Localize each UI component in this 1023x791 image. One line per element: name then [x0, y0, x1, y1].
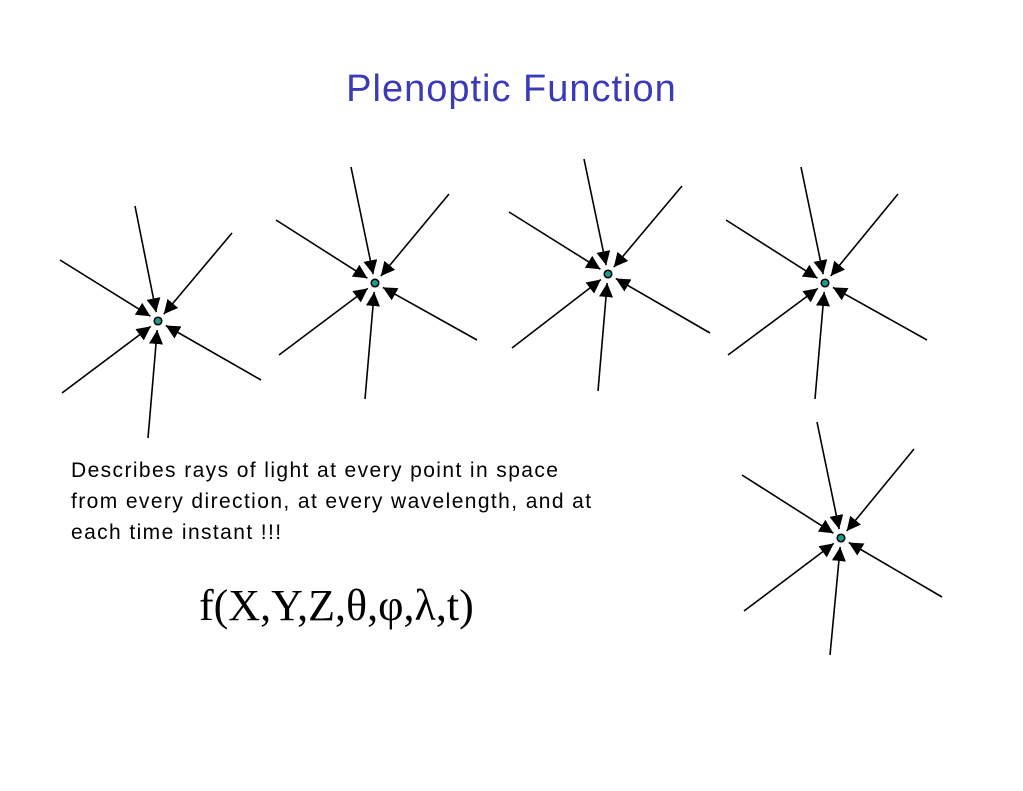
description-line-1: Describes rays of light at every point i…: [71, 459, 560, 482]
light-ray-arrow: [727, 287, 819, 356]
point-4-group: [725, 166, 928, 400]
light-ray-arrow: [61, 325, 152, 394]
space-point: [836, 533, 846, 543]
space-point: [153, 316, 163, 326]
point-5-group: [741, 421, 943, 656]
light-ray-arrow: [741, 474, 834, 534]
light-ray-arrow: [829, 546, 846, 656]
light-ray-arrow: [382, 286, 478, 341]
light-ray-arrow: [511, 278, 602, 349]
light-ray-arrow: [597, 282, 613, 392]
light-ray-arrow: [165, 324, 262, 381]
light-ray-arrow: [725, 219, 818, 279]
light-ray-arrow: [583, 158, 611, 266]
light-ray-arrow: [816, 421, 844, 530]
space-point: [820, 278, 830, 288]
light-ray-arrow: [147, 329, 163, 439]
light-ray-arrow: [846, 448, 915, 532]
light-ray-arrow: [508, 211, 601, 270]
light-ray-arrow: [848, 541, 943, 598]
description-line-2: from every direction, at every wavelengt…: [71, 490, 593, 513]
light-ray-arrow: [59, 259, 151, 317]
light-ray-arrow: [350, 166, 378, 275]
light-ray-arrow: [364, 291, 380, 400]
light-ray-arrow: [814, 291, 830, 400]
light-ray-arrow: [134, 205, 161, 313]
point-3-group: [508, 158, 711, 392]
light-ray-arrow: [830, 193, 899, 277]
point-2-group: [275, 166, 478, 400]
light-ray-arrow: [743, 542, 835, 612]
description-line-3: each time instant !!!: [71, 521, 283, 544]
light-ray-arrow: [380, 193, 450, 277]
description-text: Describes rays of light at every point i…: [71, 455, 731, 548]
light-ray-arrow: [615, 277, 711, 334]
light-ray-arrow: [613, 185, 683, 268]
point-1-group: [59, 205, 262, 439]
slide-title: Plenoptic Function: [346, 68, 677, 110]
plenoptic-formula: f(X,Y,Z,θ,φ,λ,t): [199, 581, 474, 630]
light-ray-arrow: [275, 219, 368, 279]
light-ray-arrow: [278, 287, 369, 356]
space-point: [370, 278, 380, 288]
light-ray-arrow: [800, 166, 828, 275]
light-ray-arrow: [163, 232, 233, 315]
light-ray-arrow: [832, 286, 928, 341]
space-point: [603, 269, 613, 279]
